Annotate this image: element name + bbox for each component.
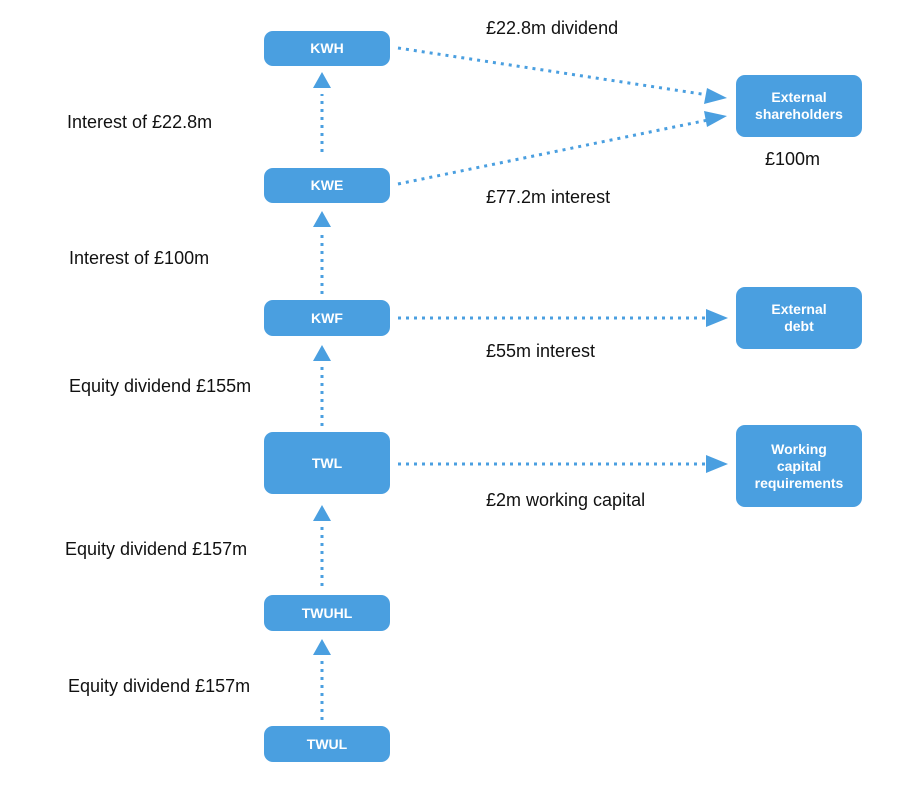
label-twl-to-kwf: Equity dividend £155m: [69, 376, 252, 396]
label-shareholders-total: £100m: [765, 149, 821, 169]
arrowhead-working-capital: [706, 455, 728, 473]
arrowhead-kwh: [313, 72, 331, 88]
label-twl-working-capital: £2m working capital: [486, 490, 646, 510]
label-twuhl-to-twl: Equity dividend £157m: [65, 539, 248, 559]
label-kwf-interest: £55m interest: [486, 341, 596, 361]
label-kwh-dividend: £22.8m dividend: [486, 18, 619, 38]
label-kwe-interest: £77.2m interest: [486, 187, 611, 207]
node-external-shareholders: External shareholders: [736, 75, 862, 137]
arrowhead-twl: [313, 505, 331, 521]
arrowhead-kwf: [313, 345, 331, 361]
arrowhead-shareholders-top: [704, 88, 727, 104]
label-twul-to-twuhl: Equity dividend £157m: [68, 676, 251, 696]
arrowhead-debt: [706, 309, 728, 327]
arrowhead-kwe: [313, 211, 331, 227]
node-kwe: KWE: [264, 168, 390, 203]
node-twul: TWUL: [264, 726, 390, 762]
connector-kwe-to-shareholders: [397, 118, 709, 186]
label-kwe-to-kwh: Interest of £22.8m: [67, 112, 213, 132]
connector-kwh-to-shareholders: [397, 46, 709, 97]
node-working-capital: Working capital requirements: [736, 425, 862, 507]
node-kwh: KWH: [264, 31, 390, 66]
node-twl: TWL: [264, 432, 390, 494]
label-kwf-to-kwe: Interest of £100m: [69, 248, 210, 268]
arrowhead-shareholders-bottom: [704, 111, 727, 127]
node-kwf: KWF: [264, 300, 390, 336]
arrowhead-twuhl: [313, 639, 331, 655]
node-external-debt: External debt: [736, 287, 862, 349]
node-twuhl: TWUHL: [264, 595, 390, 631]
